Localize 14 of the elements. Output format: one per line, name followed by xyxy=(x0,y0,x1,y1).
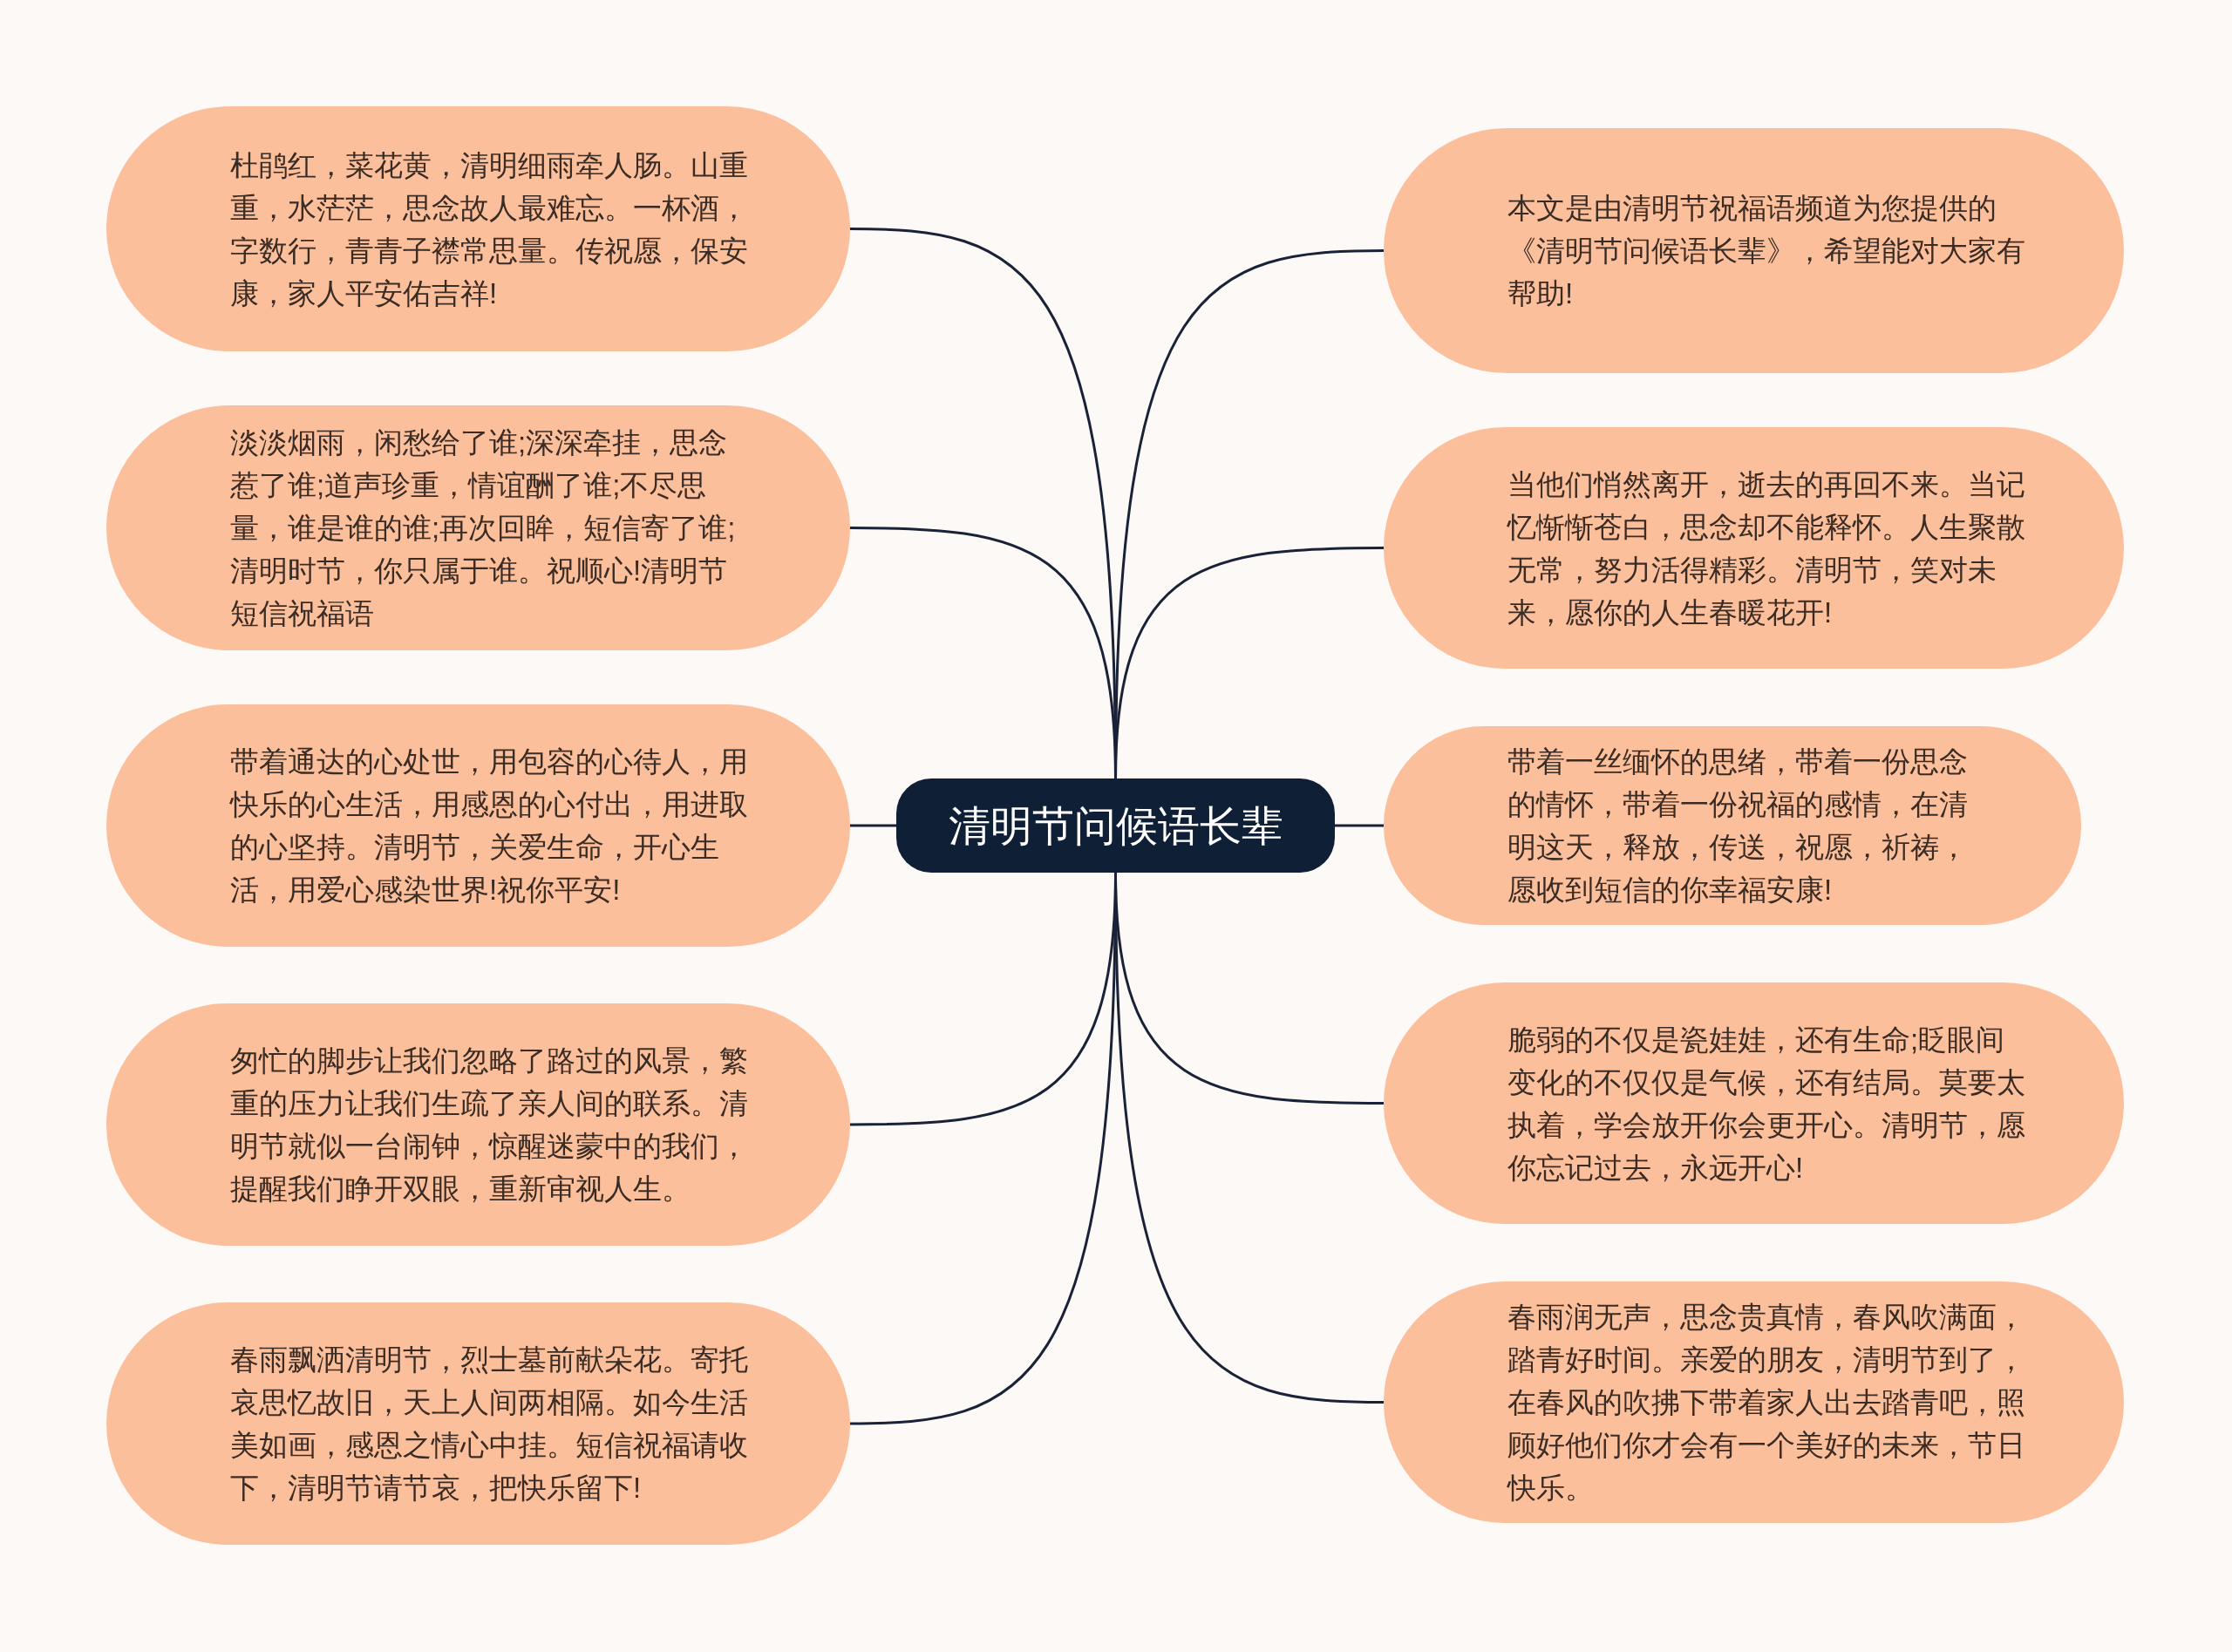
topic-bubble: 春雨润无声，思念贵真情，春风吹满面，踏青好时间。亲爱的朋友，清明节到了，在春风的吹拂下带着家人出去踏青吧，照顾好他们你才会有一个美好的未来，节日快乐。 xyxy=(1384,1281,2124,1523)
topic-bubble: 带着通达的心处世，用包容的心待人，用快乐的心生活，用感恩的心付出，用进取的心坚持。清明节，关爱生命，开心生活，用爱心感染世界!祝你平安! xyxy=(106,704,850,947)
connector-line xyxy=(850,824,896,827)
topic-bubble: 脆弱的不仅是瓷娃娃，还有生命;眨眼间变化的不仅仅是气候，还有结局。莫要太执着，学会放开你会更开心。清明节，愿你忘记过去，永远开心! xyxy=(1384,982,2124,1224)
topic-bubble: 当他们悄然离开，逝去的再回不来。当记忆惭惭苍白，思念却不能释怀。人生聚散无常，努力活得精彩。清明节，笑对未来，愿你的人生春暖花开! xyxy=(1384,427,2124,669)
topic-bubble: 带着一丝缅怀的思绪，带着一份思念的情怀，带着一份祝福的感情，在清明这天，释放，传送，祝愿，祈祷，愿收到短信的你幸福安康! xyxy=(1384,726,2081,925)
connector-line xyxy=(1335,824,1384,827)
topic-bubble: 杜鹃红，菜花黄，清明细雨牵人肠。山重重，水茫茫，思念故人最难忘。一杯酒，字数行，青青子襟常思量。传祝愿，保安康，家人平安佑吉祥! xyxy=(106,106,850,351)
topic-bubble: 淡淡烟雨，闲愁给了谁;深深牵挂，思念惹了谁;道声珍重，情谊酬了谁;不尽思量，谁是谁的谁;再次回眸，短信寄了谁;清明时节，你只属于谁。祝顺心!清明节短信祝福语 xyxy=(106,405,850,650)
topic-bubble: 春雨飘洒清明节，烈士墓前献朵花。寄托哀思忆故旧，天上人间两相隔。如今生活美如画，感恩之情心中挂。短信祝福请收下，清明节请节哀，把快乐留下! xyxy=(106,1302,850,1545)
topic-bubble: 本文是由清明节祝福语频道为您提供的《清明节问候语长辈》，希望能对大家有帮助! xyxy=(1384,128,2124,373)
central-topic: 清明节问候语长辈 xyxy=(896,778,1335,873)
topic-bubble: 匆忙的脚步让我们忽略了路过的风景，繁重的压力让我们生疏了亲人间的联系。清明节就似一台闹钟，惊醒迷蒙中的我们，提醒我们睁开双眼，重新审视人生。 xyxy=(106,1003,850,1246)
connector-line xyxy=(1114,547,1384,779)
